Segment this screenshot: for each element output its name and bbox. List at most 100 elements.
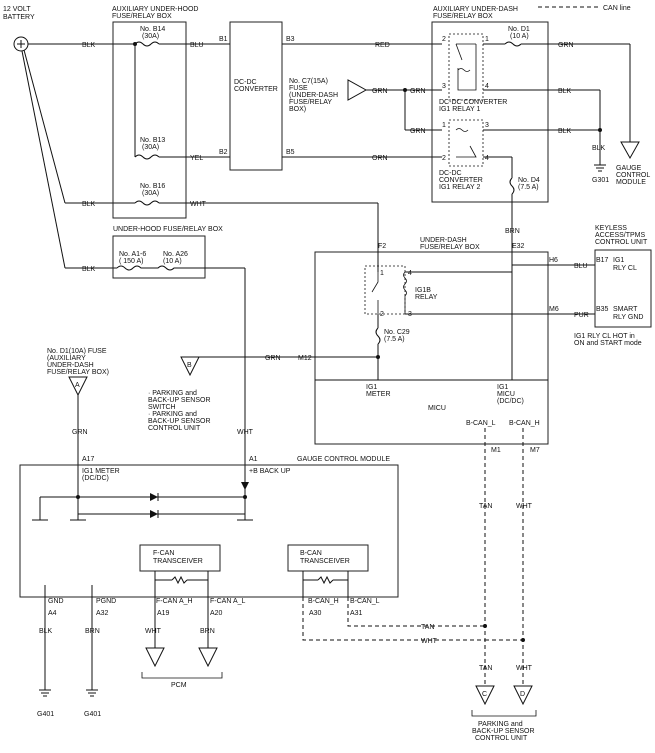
keyless-title3: CONTROL UNIT [595,239,648,246]
fuse-d1-amp: (10 A) [510,33,529,40]
fuse-b14-symbol [134,41,160,47]
aux-hood-box-title2: FUSE/RELAY BOX [112,13,172,20]
svg-text:1: 1 [442,122,446,129]
connector-d [513,685,533,706]
svg-text:3: 3 [485,122,489,129]
fuse-d1-label: No. D1 [508,26,530,33]
pcm-connector-l [198,647,218,668]
pin-a1: A1 [249,456,258,463]
fuse-b13-symbol [134,154,160,160]
ground-g401a-label: G401 [37,711,54,718]
connector-a [68,376,88,397]
connector-a-label4: FUSE/RELAY BOX) [47,369,109,376]
aux-dash-box-title2: FUSE/RELAY BOX [433,13,493,20]
pin-a17: A17 [82,456,95,463]
gauge-ref-line2: CONTROL [616,172,650,179]
ig1-meter-label1: IG1 [366,384,377,391]
relay2-label2: CONVERTER [439,177,483,184]
wire-label-tan1: TAN [479,503,492,510]
pin-b35: B35 [596,306,609,313]
pin-a19: A19 [157,610,170,617]
wire-label-tan3: TAN [479,665,492,672]
gcm-fcan-h: F-CAN A_H [156,598,193,605]
fuse-b16-symbol [134,200,160,206]
connector-b-label1: · PARKING and [148,390,197,397]
fuse-a26-label: No. A26 [163,251,188,258]
battery-label-line2: BATTERY [3,14,35,21]
wire-label-blk1: BLK [82,42,96,49]
ground-g401b-label: G401 [84,711,101,718]
parking-unit-label3: CONTROL UNIT [475,735,528,742]
can-line-legend-label: CAN line [603,5,631,12]
wire-label-wht-pcm: WHT [145,628,162,635]
fuses-a16-a26-symbol [116,265,245,271]
gcm-pgnd: PGND [96,598,116,605]
wire-label-wht3: WHT [516,665,533,672]
svg-text:2: 2 [442,155,446,162]
pin-f2: F2 [378,243,386,250]
gauge-module-title: GAUGE CONTROL MODULE [297,456,390,463]
svg-text:4: 4 [408,270,412,277]
fcan-transceiver [139,544,221,572]
parking-unit-label2: BACK-UP SENSOR [472,728,535,735]
fcan-termination [171,575,188,585]
aux-dash-box-title1: AUXILIARY UNDER-DASH [433,6,518,13]
pin-m7: M7 [530,447,540,454]
wire-label-yel: YEL [190,155,203,162]
wire-battery-b16 [23,49,66,204]
dcdc-converter [229,21,283,171]
dcdc-converter-label2: CONVERTER [234,86,278,93]
keyless-smart1: SMART [613,306,638,313]
wire-label-blk-gnd: BLK [39,628,53,635]
wire-battery-a16 [21,50,66,269]
keyless-ig1-rly: IG1 [613,257,624,264]
wire-label-grn-relay2: GRN [410,128,426,135]
underhood-box-title: UNDER-HOOD FUSE/RELAY BOX [113,226,223,233]
fuse-d4-symbol [509,177,515,195]
fuse-c7-label5: BOX) [289,106,306,113]
svg-text:1: 1 [485,36,489,43]
bcan-label2: TRANSCEIVER [300,558,350,565]
wire-label-grn1: GRN [558,42,574,49]
wire-label-blu-keyless: BLU [574,263,588,270]
ground-g301-label: G301 [592,177,609,184]
connector-a-label2: (AUXILIARY [47,355,86,362]
wire-label-grn-c7: GRN [372,88,388,95]
gcm-backup: +B BACK UP [249,468,291,475]
connector-b-label6: CONTROL UNIT [148,425,201,432]
fuse-c29-symbol [375,327,381,345]
wire-label-tan2: TAN [421,624,434,631]
wire-label-blk-g301: BLK [592,145,606,152]
svg-text:4: 4 [485,83,489,90]
pin-a4: A4 [48,610,57,617]
fuse-c7-label2: FUSE [289,85,308,92]
pin-h6: H6 [549,257,558,264]
connector-d-letter: D [520,691,525,698]
connector-b-label3: SWITCH [148,404,176,411]
fcan-label2: TRANSCEIVER [153,558,203,565]
wire-label-wht-b16: WHT [190,201,207,208]
fuse-c7-arrow [347,79,368,101]
fuse-b16-amp: (30A) [142,190,159,197]
bcan-termination [317,575,334,585]
keyless-ig1-rlycl: RLY CL [613,265,637,272]
pin-b1: B1 [219,36,228,43]
keyless-note1: IG1 RLY CL HOT in [574,333,635,340]
fuse-d4-label: No. D4 [518,177,540,184]
gcm-bcan-l: B-CAN_L [350,598,380,605]
parking-unit-label1: PARKING and [478,721,523,728]
gcm-bcan-h: B-CAN_H [308,598,339,605]
pin-b3: B3 [286,36,295,43]
fuse-d4-amp: (7.5 A) [518,184,539,191]
keyless-note2: ON and START mode [574,340,642,347]
relay1-label1: DC-DC CONVERTER [439,99,507,106]
underhood-fuse-box [112,235,206,279]
pcm-label: PCM [171,682,187,689]
keyless-title2: ACCESS/TPMS [595,232,646,239]
connector-a-letter: A [75,382,80,389]
connector-c-letter: C [482,691,487,698]
connector-b [180,356,200,377]
underdash-fuse-box [314,251,549,445]
gcm-fcan-l: F-CAN A_L [210,598,246,605]
